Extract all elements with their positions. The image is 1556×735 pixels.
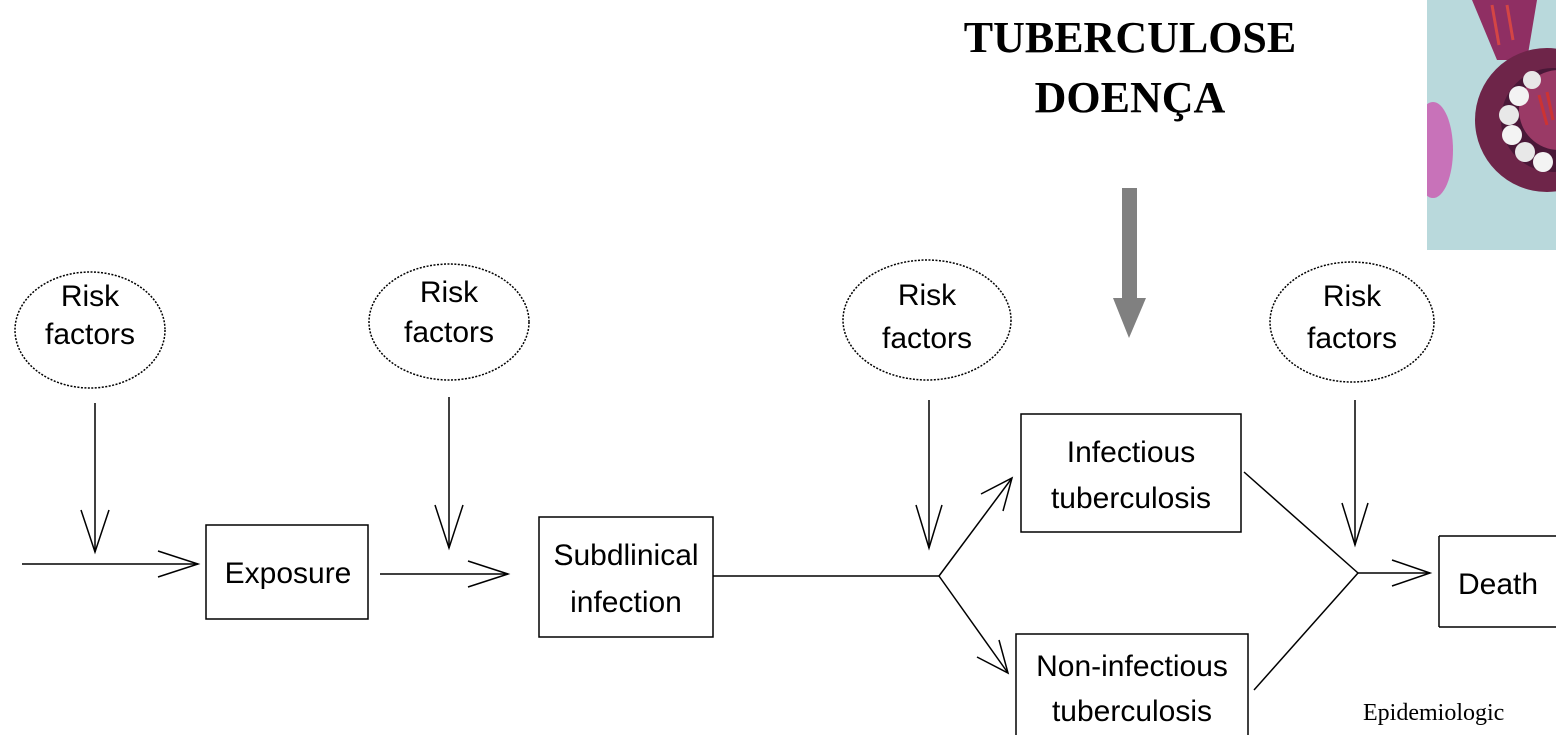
entry-arrow xyxy=(22,550,201,578)
risk-factors-line-2: factors xyxy=(404,316,494,349)
risk-factors-line-1: Risk xyxy=(61,280,120,313)
illustration-thumbnail xyxy=(1427,0,1556,250)
branch-arrow-infectious xyxy=(938,476,1014,577)
subclinical-infection-box: Subdlinical infection xyxy=(538,516,714,638)
exposure-box: Exposure xyxy=(205,524,369,620)
highlight-arrow xyxy=(1113,188,1146,338)
infectious-tuberculosis-box: Infectious tuberculosis xyxy=(1020,413,1242,533)
death-label: Death xyxy=(1458,568,1538,601)
risk-factors-node-3: Risk factors xyxy=(842,259,1012,381)
citation-text: Epidemiologic xyxy=(1363,700,1505,726)
noninfectious-label-line-2: tuberculosis xyxy=(1052,695,1212,728)
death-box: Death xyxy=(1438,535,1556,628)
page-title: TUBERCULOSE DOENÇA xyxy=(930,8,1330,128)
subclinical-label-line-1: Subdlinical xyxy=(553,539,698,572)
infectious-label-line-2: tuberculosis xyxy=(1051,482,1211,515)
risk-factors-node-4: Risk factors xyxy=(1269,261,1435,383)
subclinical-label-line-2: infection xyxy=(570,586,682,619)
noninfectious-label-line-1: Non-infectious xyxy=(1036,650,1228,683)
risk-arrow-3 xyxy=(915,400,943,551)
infectious-label-line-1: Infectious xyxy=(1067,436,1195,469)
risk-arrow-4 xyxy=(1341,400,1369,548)
title-line-2: DOENÇA xyxy=(1034,73,1226,122)
noninfectious-tuberculosis-box: Non-infectious tuberculosis xyxy=(1015,633,1249,735)
risk-factors-line-1: Risk xyxy=(420,276,479,309)
risk-arrow-2 xyxy=(434,397,464,551)
death-arrow xyxy=(1358,559,1433,587)
risk-factors-node-2: Risk factors xyxy=(368,263,530,381)
risk-factors-line-1: Risk xyxy=(898,279,957,312)
exposure-label: Exposure xyxy=(225,557,352,590)
risk-factors-line-2: factors xyxy=(45,318,135,351)
risk-factors-line-2: factors xyxy=(882,322,972,355)
risk-factors-node-1: Risk factors xyxy=(14,271,166,389)
converge-lines xyxy=(1243,471,1359,691)
risk-arrow-1 xyxy=(80,403,110,555)
branch-arrow-noninfectious xyxy=(938,575,1010,675)
title-line-1: TUBERCULOSE xyxy=(963,13,1297,62)
exposure-to-infection-arrow xyxy=(380,560,511,588)
risk-factors-line-1: Risk xyxy=(1323,280,1382,313)
risk-factors-line-2: factors xyxy=(1307,322,1397,355)
